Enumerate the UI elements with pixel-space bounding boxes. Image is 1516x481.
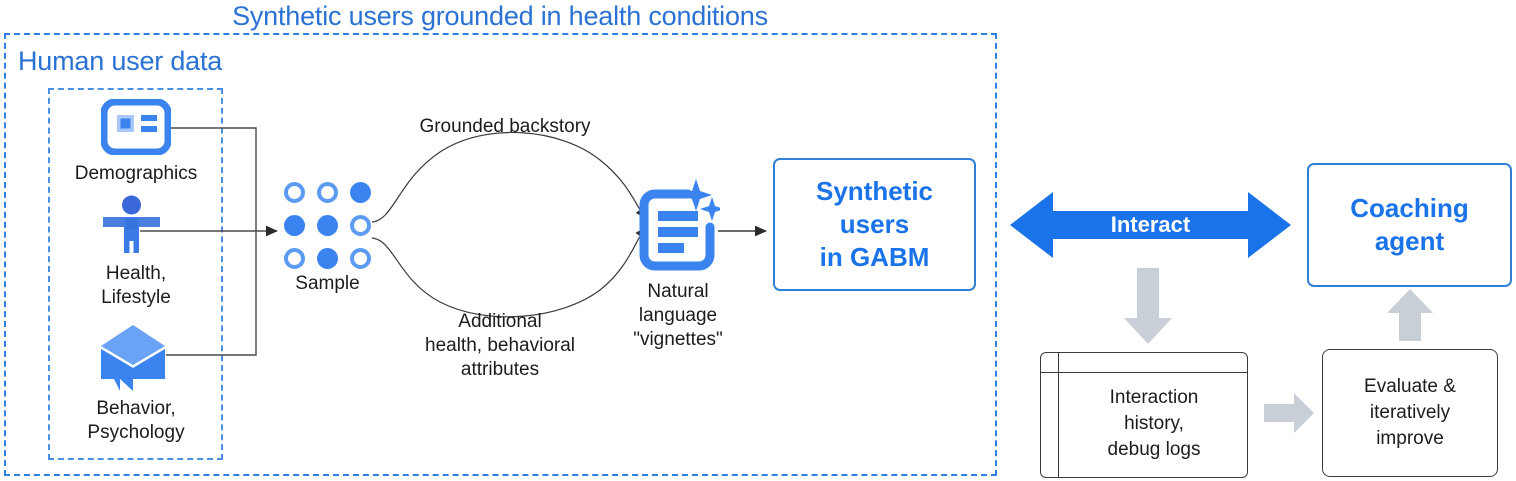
health-lifestyle-label-line1: Health, <box>105 263 167 284</box>
demographics-label: Demographics <box>74 163 198 184</box>
behavior-psychology-label-line1: Behavior, <box>96 398 176 419</box>
human-user-data-title: Human user data <box>18 46 223 76</box>
sample-dot <box>284 248 305 269</box>
sample-dot <box>350 182 371 203</box>
evaluate-improve-line3: improve <box>1376 428 1444 449</box>
evaluate-improve-box[interactable]: Evaluate & iteratively improve <box>1322 349 1498 477</box>
interaction-history-line2: history, <box>1124 413 1184 434</box>
health-lifestyle-label-line2: Lifestyle <box>101 287 171 308</box>
synthetic-users-line3: in GABM <box>819 242 930 272</box>
synthetic-users-line1: Synthetic <box>815 176 934 206</box>
sample-dot <box>317 215 338 236</box>
evaluate-improve-line2: iteratively <box>1369 402 1451 423</box>
coaching-agent-box[interactable]: Coaching agent <box>1307 163 1512 287</box>
document-sparkle-icon <box>634 175 724 278</box>
natural-language-line3: "vignettes" <box>633 329 723 350</box>
layers-box-icon <box>98 323 168 398</box>
table-column-divider <box>1058 353 1059 477</box>
sample-dot <box>317 248 338 269</box>
sample-dot <box>284 182 305 203</box>
interaction-history-text: Interaction history, debug logs <box>1061 385 1247 463</box>
interaction-history-line3: debug logs <box>1107 439 1201 460</box>
evaluate-improve-line1: Evaluate & <box>1364 376 1456 397</box>
health-lifestyle-label: Health, Lifestyle <box>46 262 226 310</box>
sample-dot <box>350 248 371 269</box>
table-header-divider <box>1041 372 1247 373</box>
interaction-history-line1: Interaction <box>1109 387 1199 408</box>
synthetic-users-box[interactable]: Synthetic users in GABM <box>773 158 976 291</box>
coaching-agent-line1: Coaching <box>1350 193 1469 223</box>
additional-attributes-line2: health, behavioral <box>425 335 575 356</box>
additional-attributes-label: Additional health, behavioral attributes <box>400 310 600 382</box>
natural-language-line2: language <box>638 305 718 326</box>
coaching-agent-line2: agent <box>1374 226 1445 256</box>
natural-language-vignettes-label: Natural language "vignettes" <box>613 280 743 352</box>
natural-language-line1: Natural <box>647 281 709 302</box>
person-accessibility-icon <box>100 195 163 260</box>
sample-dot <box>317 182 338 203</box>
id-card-icon <box>100 98 172 160</box>
page-title: Synthetic users grounded in health condi… <box>232 1 768 31</box>
additional-attributes-line1: Additional <box>458 311 542 332</box>
interact-label: Interact <box>1110 212 1191 237</box>
synthetic-users-line2: users <box>839 209 910 239</box>
grounded-backstory-label: Grounded backstory <box>419 116 591 137</box>
additional-attributes-line3: attributes <box>460 359 540 380</box>
sample-label: Sample <box>295 273 360 294</box>
sample-dot <box>350 215 371 236</box>
behavior-psychology-label-line2: Psychology <box>87 422 185 443</box>
sample-dot-grid <box>284 182 371 269</box>
sample-dot <box>284 215 305 236</box>
behavior-psychology-label: Behavior, Psychology <box>36 397 236 445</box>
interaction-history-box[interactable]: Interaction history, debug logs <box>1040 352 1248 478</box>
synthetic-users-region <box>4 33 997 476</box>
